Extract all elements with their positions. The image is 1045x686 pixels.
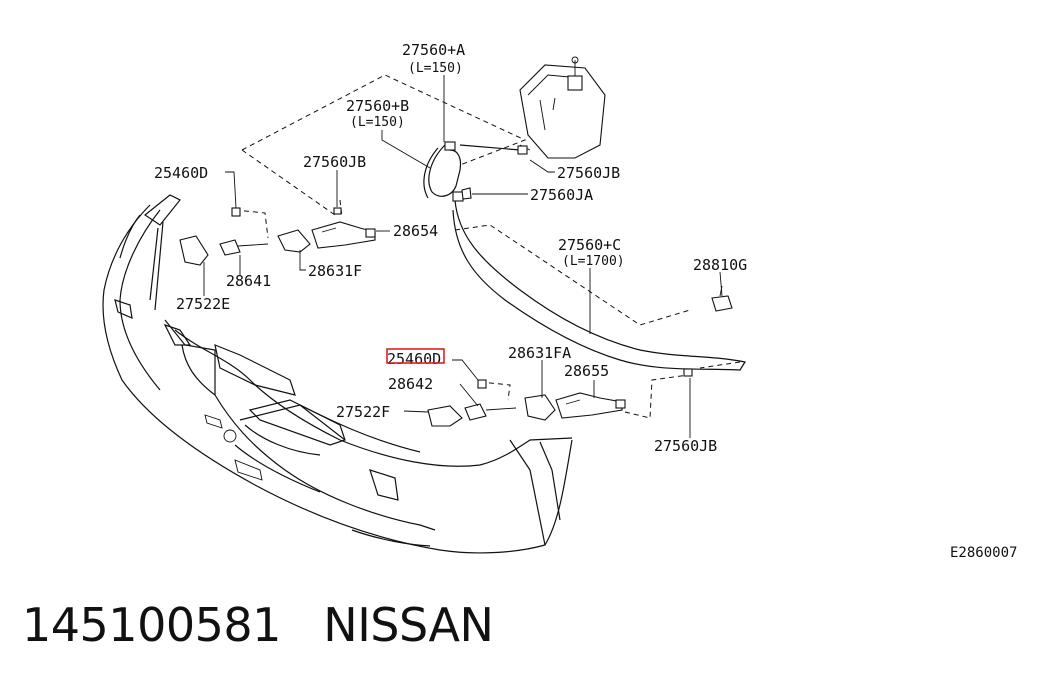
label-cover-right: 27522F [336,403,390,421]
dashed-outlines [234,74,741,419]
label-bolt-upper: 25460D [154,164,208,182]
part-labels: 27560+A (L=150) 27560+B (L=150) 25460D 2… [154,41,747,455]
label-bracket-left: 28631F [308,262,362,280]
left-washer-group [179,207,376,266]
clip-28810g [711,285,733,312]
label-nozzle-right: 28655 [564,362,609,380]
label-tube-b: 27560+B [346,97,409,115]
label-actuator-right: 28642 [388,375,433,393]
label-tube-c: 27560+C [558,236,621,254]
label-nozzle-left: 28654 [393,222,438,240]
cover-right [427,405,463,427]
washer-tank [519,56,606,159]
label-bracket-right: 28631FA [508,344,571,362]
side-bracket-left [143,194,346,446]
label-bolt-lower: 25460D [387,350,441,368]
label-joint-jb-upper: 27560JB [303,153,366,171]
label-tube-b-length: (L=150) [350,115,405,130]
label-actuator-left: 28641 [226,272,271,290]
label-joint-jb-tank: 27560JB [557,164,620,182]
front-bumper-fascia [102,204,573,554]
label-tube-a: 27560+A [402,41,465,59]
bracket-left [277,229,311,253]
caption-gap [281,598,323,652]
label-joint-ja: 27560JA [530,186,593,204]
right-washer-group [427,368,693,427]
nozzle-right [555,392,623,419]
joint-ja [461,187,472,200]
washer-hoses [423,141,746,371]
part-caption: 145100581 NISSAN [22,598,494,652]
label-tube-c-length: (L=1700) [562,254,625,269]
part-number: 145100581 [22,598,281,652]
label-cover-left: 27522E [176,295,230,313]
label-clip: 28810G [693,256,747,274]
label-tube-a-length: (L=150) [408,61,463,76]
leader-lines [203,75,723,438]
label-joint-jb-lower: 27560JB [654,437,717,455]
actuator-right [464,403,487,421]
actuator-left [219,239,241,256]
diagram-code: E2860007 [950,545,1018,561]
brand-name: NISSAN [323,598,494,652]
bracket-right [524,394,556,421]
highlight-box [386,348,445,364]
cover-left [179,235,209,266]
parts-diagram: 27560+A (L=150) 27560+B (L=150) 25460D 2… [102,41,747,554]
